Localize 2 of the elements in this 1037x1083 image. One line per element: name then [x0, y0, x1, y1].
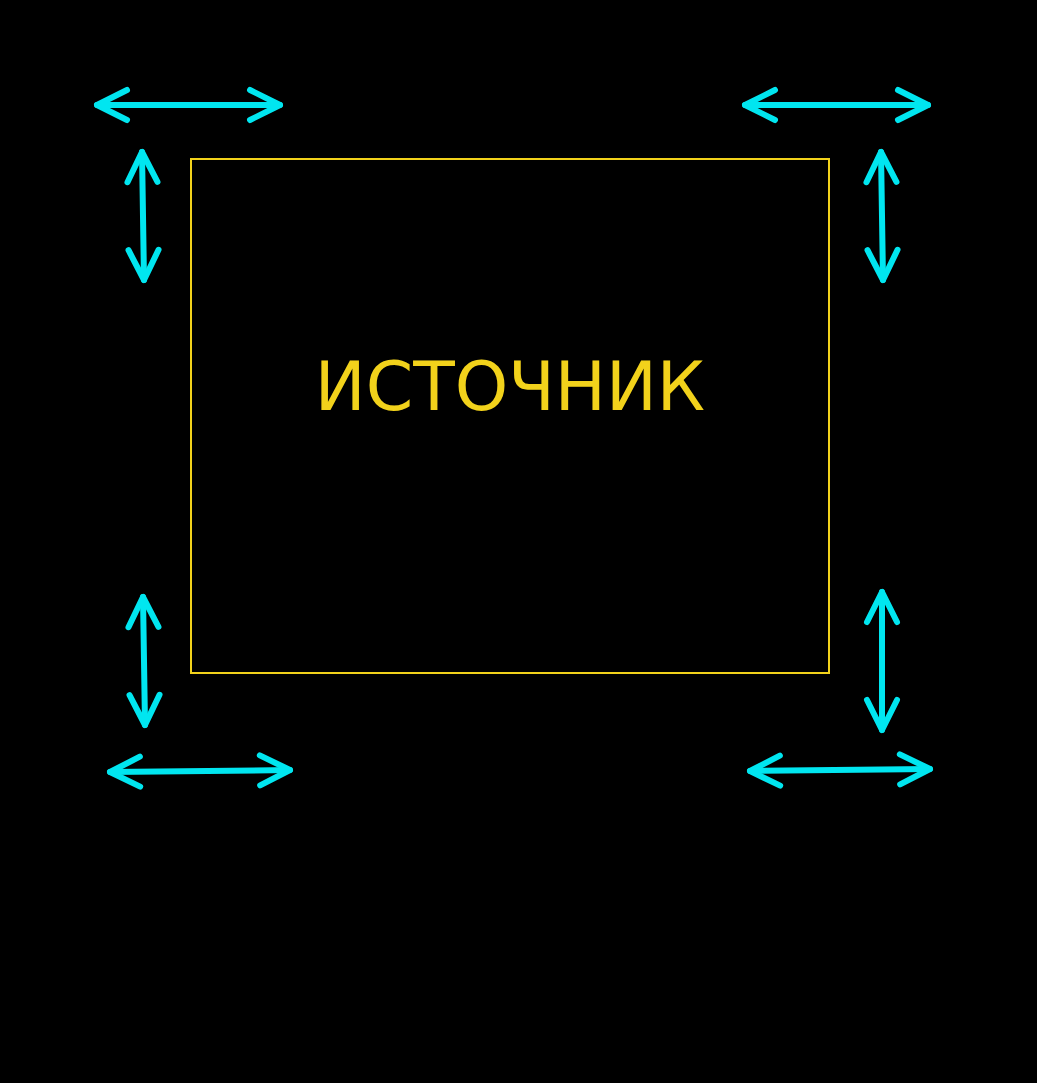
box-title: ИСТОЧНИК [314, 353, 706, 421]
source-box [190, 158, 830, 674]
